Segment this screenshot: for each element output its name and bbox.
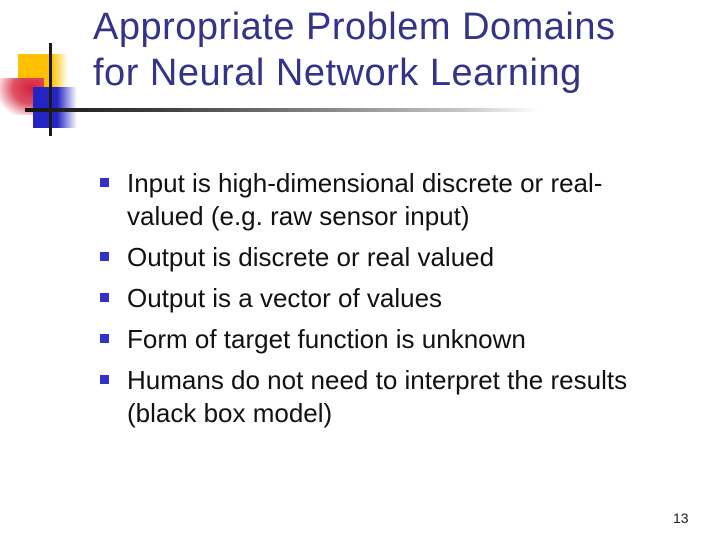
decoration-vertical-line (49, 43, 52, 136)
slide-title: Appropriate Problem Domains for Neural N… (93, 4, 616, 96)
bullet-text-line: Output is discrete or real valued (127, 242, 495, 272)
square-bullet-icon (100, 375, 109, 384)
square-bullet-icon (100, 293, 109, 302)
square-bullet-icon (100, 334, 109, 343)
bullet-text-line: Output is a vector of values (127, 283, 443, 313)
bullet-text-line: Input is high-dimensional discrete or re… (127, 168, 603, 198)
decoration-horizontal-rule (25, 108, 540, 112)
bullet-item: Input is high-dimensional discrete or re… (100, 167, 700, 233)
bullet-item: Output is a vector of values (100, 282, 700, 315)
bullet-item: Humans do not need to interpret the resu… (100, 364, 700, 430)
bullet-item: Form of target function is unknown (100, 323, 700, 356)
page-number: 13 (673, 510, 689, 526)
bullet-text-line: Humans do not need to interpret the resu… (127, 365, 628, 395)
bullet-item: Output is discrete or real valued (100, 241, 700, 274)
bullet-text: Form of target function is unknown (127, 323, 526, 356)
square-bullet-icon (100, 252, 109, 261)
bullet-list: Input is high-dimensional discrete or re… (100, 167, 700, 438)
bullet-text: Humans do not need to interpret the resu… (127, 364, 627, 430)
bullet-text-line: (black box model) (127, 398, 333, 428)
slide-title-line-1: Appropriate Problem Domains (93, 6, 616, 48)
decoration-blue-square (33, 87, 77, 128)
bullet-text: Input is high-dimensional discrete or re… (127, 167, 602, 233)
square-bullet-icon (100, 178, 109, 187)
bullet-text-line: Form of target function is unknown (127, 324, 526, 354)
bullet-text-line: valued (e.g. raw sensor input) (127, 201, 470, 231)
bullet-text: Output is a vector of values (127, 282, 442, 315)
slide-title-line-2: for Neural Network Learning (93, 52, 582, 94)
bullet-text: Output is discrete or real valued (127, 241, 494, 274)
